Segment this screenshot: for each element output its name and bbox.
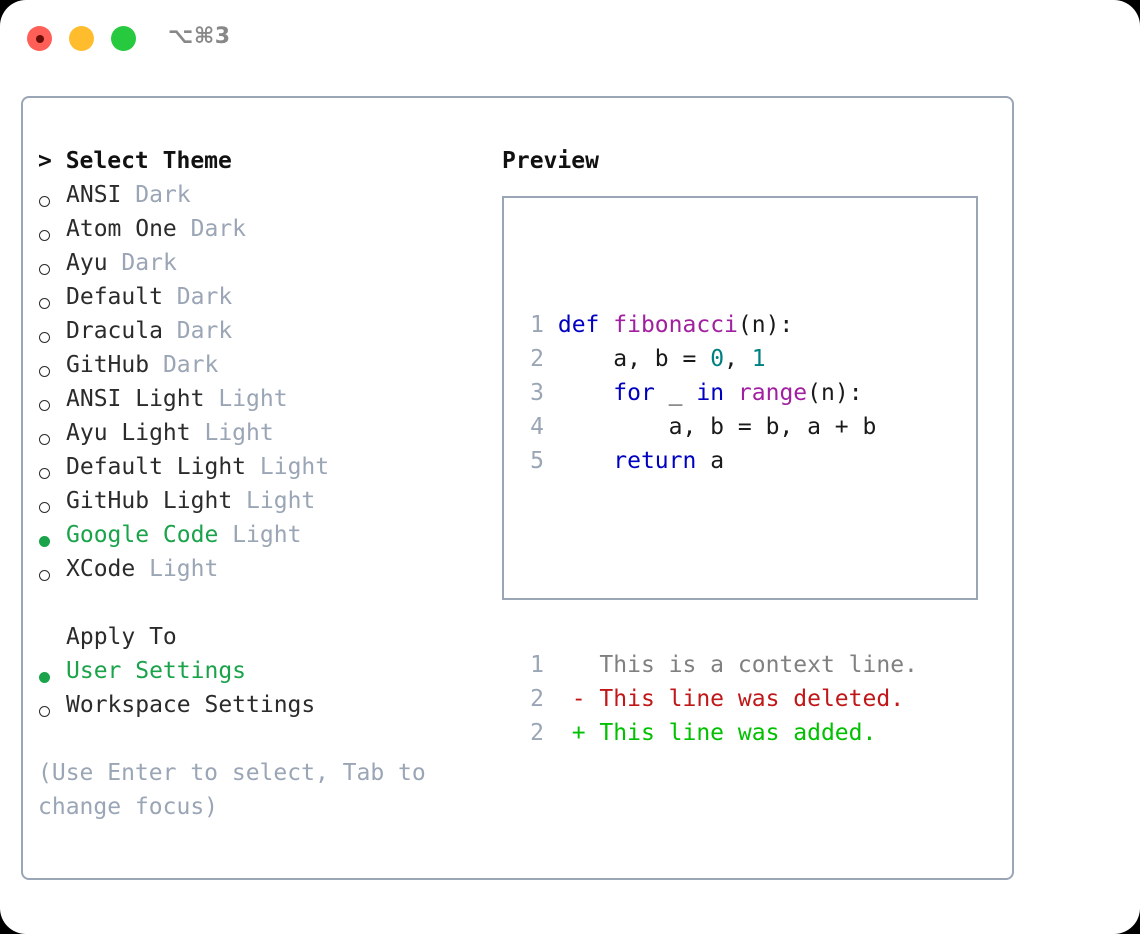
apply-to-item-label: User Settings (66, 658, 247, 684)
code-token-kw: return (613, 448, 697, 474)
theme-item-xcode[interactable]: XCode Light (38, 552, 488, 586)
preview-title: Preview (502, 148, 599, 174)
theme-item-label: Atom One (66, 216, 177, 242)
theme-item-dracula[interactable]: Dracula Dark (38, 314, 488, 348)
theme-item-ansi[interactable]: ANSI Dark (38, 178, 488, 212)
code-token-kw: def (557, 312, 600, 338)
code-token-plain (558, 380, 613, 406)
maximize-button[interactable] (111, 26, 136, 51)
traffic-lights (27, 26, 136, 51)
theme-item-ansi-light[interactable]: ANSI Light Light (38, 382, 488, 416)
theme-item-tag: Light (218, 386, 288, 412)
theme-item-label: Ayu Light (66, 420, 191, 446)
line-number: 1 (530, 312, 544, 338)
theme-item-label: Default (66, 284, 163, 310)
line-number: 3 (530, 380, 544, 406)
code-line: 2 a, b = 0, 1 (518, 342, 918, 376)
theme-item-label: GitHub (66, 352, 150, 378)
line-number: 2 (530, 686, 544, 712)
code-line: 1 def fibonacci(n): (518, 308, 918, 342)
theme-item-tag: Light (149, 556, 219, 582)
theme-item-label: ANSI Light (66, 386, 205, 412)
diff-line-text: This is a context line. (571, 652, 918, 678)
code-token-num: 0 (710, 346, 725, 372)
diff-line-text: - This line was deleted. (571, 686, 905, 712)
theme-item-tag: Dark (190, 216, 247, 242)
select-theme-header: > Select Theme (38, 148, 232, 174)
theme-item-tag: Dark (162, 352, 219, 378)
diff-line: 2 + This line was added. (518, 716, 918, 750)
diff-line: 1 This is a context line. (518, 648, 918, 682)
theme-item-github[interactable]: GitHub Dark (38, 348, 488, 382)
theme-item-tag: Dark (176, 284, 233, 310)
code-token-fn: range (737, 380, 808, 406)
code-spacer (518, 546, 918, 580)
apply-to-header: Apply To (66, 624, 177, 650)
code-line: 3 for _ in range(n): (518, 376, 918, 410)
code-token-plain (599, 312, 613, 338)
code-token-plain: _ (654, 380, 697, 406)
theme-item-label: Dracula (66, 318, 163, 344)
theme-item-tag: Dark (121, 250, 177, 276)
line-number: 2 (530, 720, 544, 746)
theme-item-tag: Dark (176, 318, 233, 344)
theme-item-ayu[interactable]: Ayu Dark (38, 246, 488, 280)
minimize-button[interactable] (69, 26, 94, 51)
code-token-plain (724, 380, 738, 406)
code-line: 5 return a (518, 444, 918, 478)
code-token-plain: (n): (737, 312, 794, 338)
diff-line: 2 - This line was deleted. (518, 682, 918, 716)
title-bar: ⌥⌘3 (0, 0, 1140, 78)
code-token-plain: a, b = (557, 346, 711, 372)
theme-item-atom-one[interactable]: Atom One Dark (38, 212, 488, 246)
theme-item-label: ANSI (66, 182, 122, 208)
line-number: 2 (530, 346, 544, 372)
theme-item-default-light[interactable]: Default Light Light (38, 450, 488, 484)
theme-item-label: XCode (66, 556, 136, 582)
theme-item-ayu-light[interactable]: Ayu Light Light (38, 416, 488, 450)
theme-item-label: Google Code (66, 522, 219, 548)
diff-block: 1 This is a context line.2 - This line w… (518, 648, 918, 750)
line-number: 1 (530, 652, 544, 678)
code-line: 4 a, b = b, a + b (518, 410, 918, 444)
code-token-fn: fibonacci (613, 312, 738, 338)
spacer (38, 586, 488, 620)
code-token-plain: (n): (807, 380, 863, 406)
preview-column: Preview 1 def fibonacci(n):2 a, b = 0, 1… (502, 144, 992, 746)
line-number: 4 (530, 414, 544, 440)
theme-item-tag: Light (232, 522, 302, 548)
code-token-kw: in (696, 380, 725, 406)
code-token-plain: , (724, 346, 752, 372)
theme-item-tag: Light (204, 420, 274, 446)
apply-to-item-label: Workspace Settings (66, 692, 316, 718)
theme-item-label: GitHub Light (66, 488, 233, 514)
theme-item-github-light[interactable]: GitHub Light Light (38, 484, 488, 518)
code-token-plain: a, b = b, a + b (557, 414, 877, 440)
theme-item-tag: Light (246, 488, 316, 514)
line-number: 5 (530, 448, 544, 474)
code-token-kw: for (613, 380, 655, 406)
theme-item-label: Default Light (66, 454, 247, 480)
code-token-plain (558, 448, 613, 474)
theme-item-tag: Light (259, 454, 330, 480)
code-token-plain: a (696, 448, 725, 474)
apply-to-item-workspace-settings[interactable]: Workspace Settings (38, 688, 488, 722)
window-title: ⌥⌘3 (168, 24, 231, 49)
keyboard-hint: (Use Enter to select, Tab to change focu… (38, 760, 440, 820)
theme-item-default[interactable]: Default Dark (38, 280, 488, 314)
theme-item-label: Ayu (66, 250, 108, 276)
theme-item-tag: Dark (135, 182, 191, 208)
code-token-num: 1 (751, 346, 766, 372)
close-button[interactable] (27, 26, 52, 51)
theme-item-google-code[interactable]: Google Code Light (38, 518, 488, 552)
apply-to-item-user-settings[interactable]: User Settings (38, 654, 488, 688)
diff-line-text: + This line was added. (571, 720, 877, 746)
